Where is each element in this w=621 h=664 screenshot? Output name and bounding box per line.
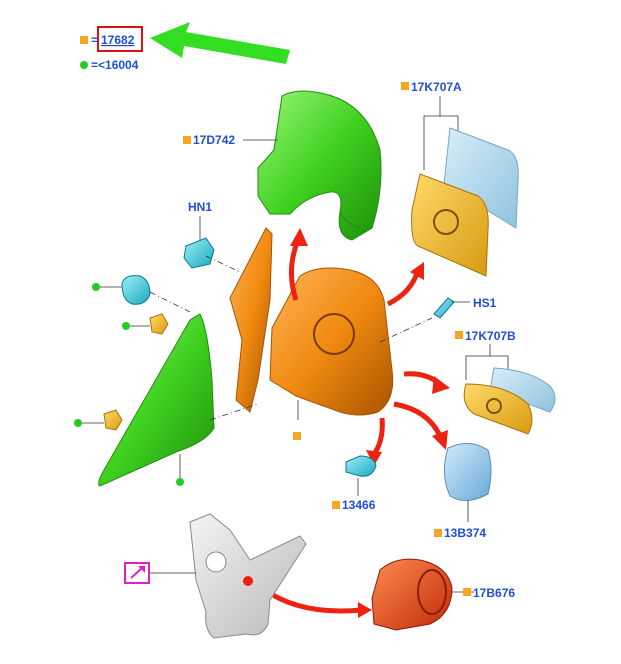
red-arrowheads bbox=[290, 228, 450, 618]
backing-hub bbox=[486, 398, 502, 414]
clip bbox=[103, 409, 123, 431]
clip bbox=[149, 313, 169, 335]
screw bbox=[433, 297, 455, 319]
legend-equals: = bbox=[91, 33, 98, 47]
bracket-highlight bbox=[243, 576, 253, 586]
highlight-box bbox=[97, 26, 143, 52]
legend-dot-text: =<16004 bbox=[91, 58, 139, 72]
dot-icon bbox=[92, 283, 100, 291]
dot-icon bbox=[80, 61, 88, 69]
square-icon bbox=[293, 432, 301, 440]
square-icon bbox=[434, 529, 442, 537]
dot-icon bbox=[176, 478, 184, 486]
mirror-motor bbox=[371, 558, 453, 631]
callout-screw-label[interactable]: HS1 bbox=[473, 296, 497, 310]
leader-line bbox=[423, 115, 459, 170]
mirror-housing bbox=[269, 267, 394, 416]
nut bbox=[183, 237, 215, 269]
dot-icon bbox=[122, 322, 130, 330]
legend-main-part-link[interactable]: 17682 bbox=[101, 33, 135, 47]
square-icon bbox=[455, 331, 463, 339]
bulb bbox=[345, 455, 377, 477]
side-marker-lamp bbox=[444, 443, 492, 501]
square-icon bbox=[183, 136, 191, 144]
square-icon bbox=[80, 36, 88, 44]
motor-face bbox=[417, 569, 447, 615]
mirror-glass-lower bbox=[489, 367, 556, 413]
backing-hub bbox=[433, 209, 459, 235]
mirror-cover bbox=[257, 90, 382, 241]
external-link-icon[interactable] bbox=[124, 562, 150, 584]
callout-bulb-label[interactable]: 13466 bbox=[342, 498, 376, 512]
centerline bbox=[379, 317, 433, 343]
callout-glass-upper-label[interactable]: 17K707A bbox=[411, 80, 462, 94]
square-icon bbox=[463, 588, 471, 596]
callout-motor-label[interactable]: 17B676 bbox=[473, 586, 515, 600]
glass-backing-plate-lower bbox=[463, 383, 533, 435]
arrow-icon bbox=[150, 22, 290, 64]
callout-nut-label[interactable]: HN1 bbox=[188, 200, 212, 214]
mirror-glass-upper bbox=[443, 127, 519, 229]
centerline bbox=[149, 291, 191, 313]
bracket-hole bbox=[205, 551, 227, 573]
callout-lamp-label[interactable]: 13B374 bbox=[444, 526, 486, 540]
leader-line bbox=[465, 355, 509, 380]
centerline bbox=[209, 403, 259, 421]
mirror-bracket-arm bbox=[229, 227, 273, 413]
grommet bbox=[121, 275, 151, 305]
dot-icon bbox=[74, 419, 82, 427]
centerline bbox=[205, 255, 241, 273]
callout-glass-lower-label[interactable]: 17K707B bbox=[465, 329, 516, 343]
trim-panel bbox=[98, 313, 215, 487]
callout-cover-label[interactable]: 17D742 bbox=[193, 133, 235, 147]
square-icon bbox=[401, 82, 409, 90]
square-icon bbox=[332, 501, 340, 509]
housing-pivot bbox=[313, 313, 355, 355]
glass-backing-plate-upper bbox=[411, 173, 489, 277]
